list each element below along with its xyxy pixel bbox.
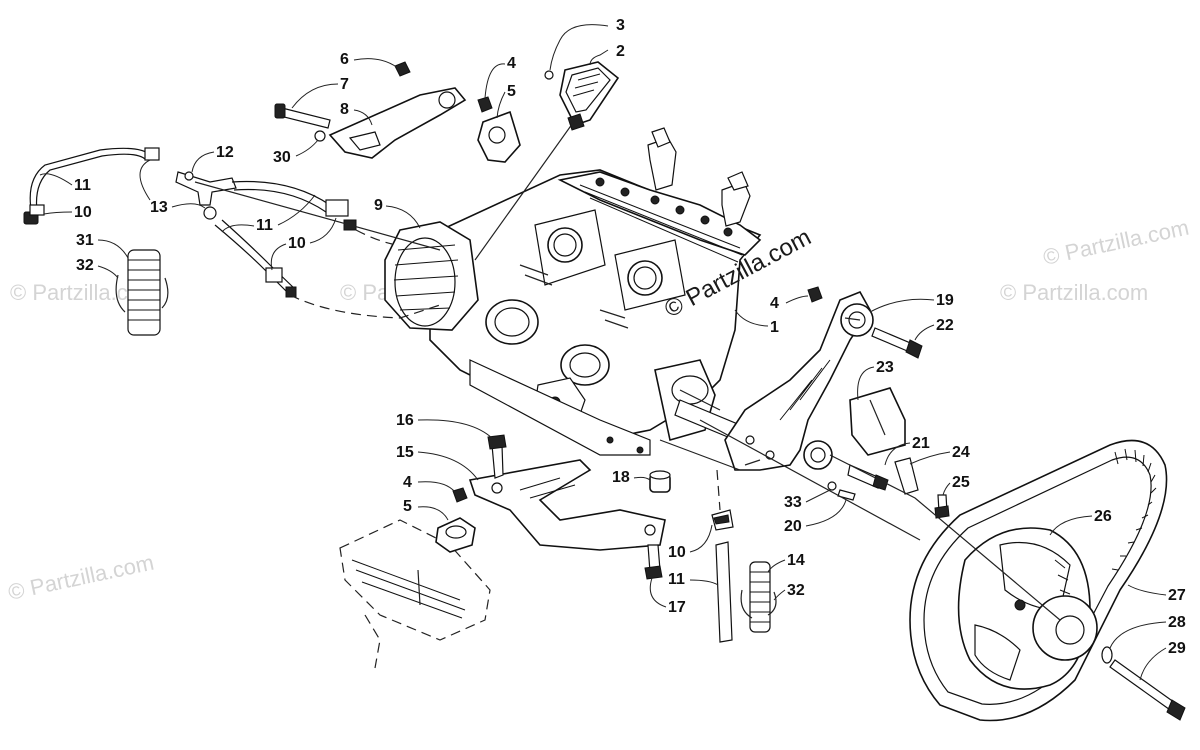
callout-22: 22	[936, 317, 954, 334]
engine-mount-upper	[477, 96, 521, 163]
starter-handle	[544, 61, 620, 131]
engine-block	[384, 127, 762, 456]
callout-14: 14	[787, 552, 805, 569]
callout-28: 28	[1168, 614, 1186, 631]
fuel-lines	[23, 147, 441, 336]
callout-5: 5	[403, 498, 412, 515]
vent-line	[711, 469, 777, 643]
callout-33: 33	[784, 494, 802, 511]
callout-15: 15	[396, 444, 414, 461]
callout-10: 10	[668, 544, 686, 561]
engine-mount-lower	[435, 487, 476, 553]
callout-11: 11	[256, 217, 273, 234]
callout-31: 31	[76, 232, 94, 249]
drive-clutch	[909, 439, 1186, 722]
callout-18: 18	[612, 469, 630, 486]
callout-30: 30	[273, 149, 291, 166]
chassis-outline	[339, 519, 491, 669]
callout-20: 20	[784, 518, 802, 535]
callout-12: 12	[216, 144, 234, 161]
lower-mount-bracket	[468, 434, 666, 580]
pto-fasteners	[827, 457, 950, 519]
callout-10: 10	[74, 204, 92, 221]
callout-4: 4	[403, 474, 412, 491]
spacer	[649, 470, 671, 493]
callout-5: 5	[507, 83, 516, 100]
callout-11: 11	[668, 571, 685, 588]
watermark-faint: © Partzilla.com	[1041, 215, 1191, 270]
callout-24: 24	[952, 444, 970, 461]
callout-10: 10	[288, 235, 306, 252]
callout-7: 7	[340, 76, 349, 93]
callout-6: 6	[340, 51, 349, 68]
callout-3: 3	[616, 17, 625, 34]
callout-8: 8	[340, 101, 349, 118]
pto-plate-bracket	[724, 286, 923, 471]
callout-32: 32	[787, 582, 805, 599]
callout-17: 17	[668, 599, 686, 616]
callout-labels: 3 2 6 7 8 4 5 30 12 11 10 13 11	[39, 17, 1186, 681]
callout-11: 11	[74, 177, 91, 194]
callout-21: 21	[912, 435, 930, 452]
callout-29: 29	[1168, 640, 1186, 657]
leader-lines	[194, 119, 1061, 621]
callout-2: 2	[616, 43, 625, 60]
watermark-faint: © Partzilla.com	[6, 550, 156, 605]
callout-4: 4	[770, 295, 779, 312]
upper-mount-bracket	[274, 61, 467, 159]
callout-27: 27	[1168, 587, 1186, 604]
callout-32: 32	[76, 257, 94, 274]
watermark-faint: © Partzilla.com	[1000, 280, 1148, 305]
callout-26: 26	[1094, 508, 1112, 525]
callout-1: 1	[770, 319, 779, 336]
callout-13: 13	[150, 199, 168, 216]
callout-19: 19	[936, 292, 954, 309]
callout-4: 4	[507, 55, 516, 72]
callout-9: 9	[374, 197, 383, 214]
callout-16: 16	[396, 412, 414, 429]
callout-25: 25	[952, 474, 970, 491]
callout-23: 23	[876, 359, 894, 376]
rubber-pad	[849, 387, 906, 456]
